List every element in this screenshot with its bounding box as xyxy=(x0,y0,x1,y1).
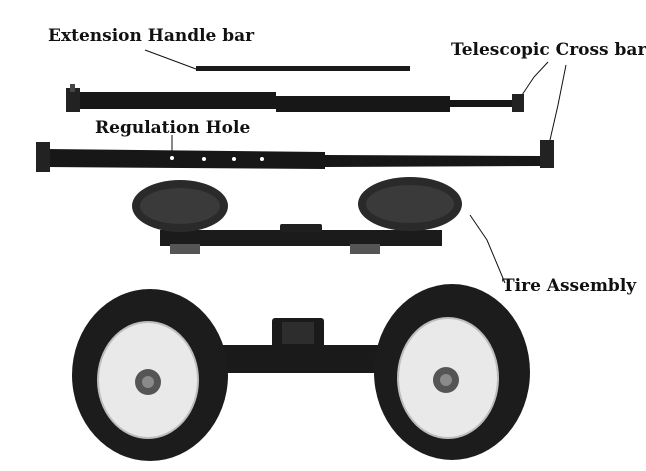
regulation-holes xyxy=(170,156,264,161)
label-regulation-hole: Regulation Hole xyxy=(95,118,251,138)
label-extension-handle-bar: Extension Handle bar xyxy=(48,26,255,46)
leader-tire-assembly xyxy=(469,214,506,284)
upper-cross-bar xyxy=(66,84,524,112)
large-tire-assembly xyxy=(72,284,530,461)
leader-cross-bar-upper xyxy=(521,61,549,96)
small-tire-assembly xyxy=(132,177,462,254)
label-telescopic-cross-bar: Telescopic Cross bar xyxy=(451,40,646,60)
label-tire-assembly: Tire Assembly xyxy=(502,276,637,296)
leader-extension-handle xyxy=(144,49,197,70)
extension-handle-bar xyxy=(196,66,410,71)
lower-cross-bar xyxy=(36,140,554,172)
leader-lines xyxy=(144,49,567,284)
leader-cross-bar-lower xyxy=(549,64,567,141)
